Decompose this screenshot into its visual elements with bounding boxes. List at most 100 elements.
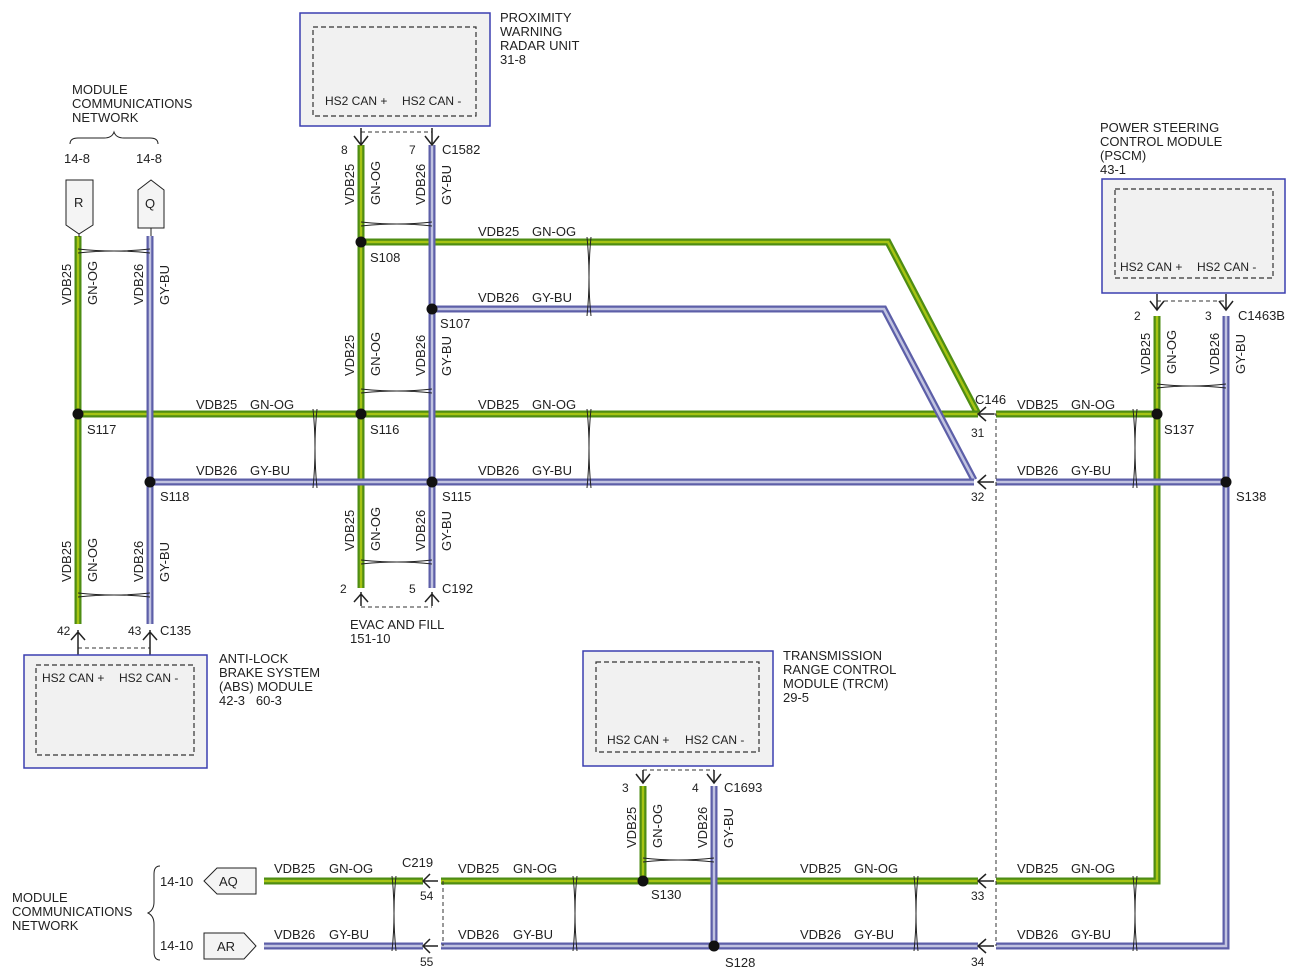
wire-label-color: GN-OG [1071, 397, 1115, 412]
pin-radar-minus: 7 [409, 143, 416, 157]
twist-marker [360, 221, 433, 227]
wire-label-color: GY-BU [513, 927, 553, 942]
twist-marker [77, 592, 151, 598]
top-network-line2: COMMUNICATIONS [72, 96, 193, 111]
pscm-can-minus-label: HS2 CAN - [1197, 260, 1256, 274]
wire-label-code: VDB25 [1017, 397, 1058, 412]
pscm-module[interactable]: HS2 CAN + HS2 CAN - [1101, 178, 1286, 294]
splice-s115 [426, 476, 438, 488]
top-network-ref-r: 14-8 [64, 151, 90, 166]
pin-evac-minus: 5 [409, 582, 416, 596]
splice-s138 [1220, 476, 1232, 488]
pin-abs-minus: 43 [128, 624, 142, 638]
wire-label-code: VDB25 [478, 224, 519, 239]
top-network-brace [69, 130, 159, 145]
wire-label-code: VDB25 [1017, 861, 1058, 876]
wire-label-code: VDB26 [131, 264, 146, 305]
wire-label-code: VDB26 [800, 927, 841, 942]
arrow-trcm-minus [706, 770, 722, 785]
splice-s118 [144, 476, 156, 488]
radar-module[interactable]: HS2 CAN + HS2 CAN - [299, 12, 491, 127]
wire-label-code: VDB25 [342, 164, 357, 205]
bottom-network-ref-aq: 14-10 [160, 874, 193, 889]
pin-c219-54: 54 [420, 889, 434, 903]
wire-label-color: GN-OG [513, 861, 557, 876]
trcm-name-line3: MODULE (TRCM) [783, 676, 888, 691]
bottom-network-line3: NETWORK [12, 918, 79, 933]
arrow-c146-32 [976, 474, 994, 490]
wire-label-code: VDB26 [478, 290, 519, 305]
trcm-module[interactable]: HS2 CAN + HS2 CAN - [582, 650, 774, 767]
abs-name-line2: BRAKE SYSTEM [219, 665, 320, 680]
connector-c1463b-label: C1463B [1238, 308, 1285, 323]
splice-s108 [355, 236, 367, 248]
pin-pscm-plus: 2 [1134, 309, 1141, 323]
splice-label-s138: S138 [1236, 489, 1266, 504]
wire-label-color: GN-OG [532, 397, 576, 412]
wire-label-color: GN-OG [1071, 861, 1115, 876]
wire-label-color: GY-BU [157, 542, 172, 582]
wire-label-color: GN-OG [368, 161, 383, 205]
twist-marker [1132, 875, 1138, 952]
bottom-network-brace [146, 865, 161, 961]
wire-label-color: GY-BU [439, 336, 454, 376]
abs-can-minus-label: HS2 CAN - [119, 671, 178, 685]
twist-marker [572, 875, 578, 952]
pin-c146-31: 31 [971, 426, 985, 440]
wire-label-color: GY-BU [1071, 463, 1111, 478]
arrow-34 [976, 938, 994, 954]
wire-label-code: VDB25 [624, 807, 639, 848]
wire-core [432, 307, 976, 481]
connector-arrows [70, 128, 1234, 954]
bottom-network-ref-ar: 14-10 [160, 938, 193, 953]
wire-label-code: VDB26 [413, 510, 428, 551]
wire-label-color: GY-BU [854, 927, 894, 942]
abs-module[interactable]: HS2 CAN + HS2 CAN - [23, 654, 208, 769]
arrow-evac-plus [353, 592, 369, 606]
splice-label-s128: S128 [725, 955, 755, 970]
splice-label-s116: S116 [370, 422, 399, 437]
top-network-line3: NETWORK [72, 110, 139, 125]
splice-s116 [355, 408, 367, 420]
arrow-c146-31 [976, 406, 994, 422]
connector-q-shape[interactable] [137, 179, 165, 229]
splice-s128 [708, 940, 720, 952]
splice-label-s115: S115 [442, 489, 471, 504]
connector-c1582-label: C1582 [442, 142, 480, 157]
radar-name-line2: WARNING [500, 24, 562, 39]
wire-label-color: GN-OG [650, 804, 665, 848]
wire-label-color: GN-OG [854, 861, 898, 876]
wire-label-code: VDB25 [342, 335, 357, 376]
arrow-evac-minus [424, 592, 440, 606]
wire-label-color: GY-BU [329, 927, 369, 942]
connector-ar-shape[interactable] [203, 932, 257, 960]
wire-label-color: GY-BU [439, 511, 454, 551]
wire-label-color: GY-BU [532, 290, 572, 305]
twist-marker [913, 875, 919, 952]
connector-c1693-label: C1693 [724, 780, 762, 795]
wire-label-color: GN-OG [85, 538, 100, 582]
twist-marker [360, 559, 433, 565]
pin-abs-plus: 42 [57, 624, 71, 638]
wire-label-color: GY-BU [532, 463, 572, 478]
twist-marker [586, 408, 592, 489]
bottom-network-line1: MODULE [12, 890, 68, 905]
wire-label-code: VDB26 [1207, 333, 1222, 374]
twist-marker [360, 388, 433, 394]
evac-ref: 151-10 [350, 631, 390, 646]
wire-label-code: VDB26 [413, 164, 428, 205]
pscm-name-line1: POWER STEERING [1100, 120, 1219, 135]
wire-core [361, 240, 980, 415]
twist-marker [1156, 383, 1227, 389]
pin-trcm-plus: 3 [622, 781, 629, 795]
wire-label-color: GN-OG [250, 397, 294, 412]
connector-q-label: Q [145, 196, 155, 211]
connector-c135-label: C135 [160, 623, 191, 638]
twisted-pair-markers [77, 221, 1227, 952]
modules: HS2 CAN + HS2 CAN - HS2 CAN + HS2 CAN - … [23, 12, 1286, 769]
wire-label-code: VDB25 [274, 861, 315, 876]
connector-ar-label: AR [217, 939, 235, 954]
connector-aq-shape[interactable] [203, 867, 257, 895]
radar-name-line1: PROXIMITY [500, 10, 572, 25]
connector-r-shape[interactable] [65, 179, 94, 235]
